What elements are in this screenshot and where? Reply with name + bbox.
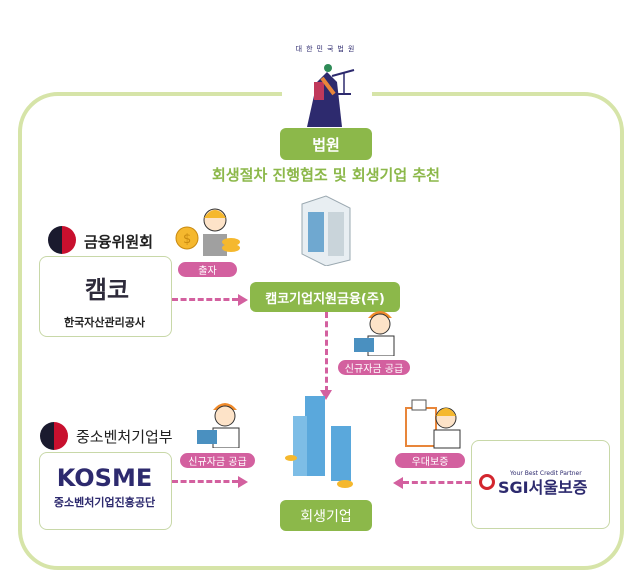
kosme-logo: KOSME <box>56 464 153 492</box>
kamco-box <box>39 256 172 337</box>
kosme-box <box>39 452 172 530</box>
court-subtitle: 회생절차 진행협조 및 회생기업 추천 <box>212 166 440 184</box>
kamco-fund-box: 캠코기업지원금융(주) <box>250 282 400 312</box>
kamco-logo: 캠코 <box>84 276 130 304</box>
government-emblem-icon <box>40 422 68 450</box>
arrow-to-kamco-fund <box>172 298 238 301</box>
sgi-logo-icon <box>479 474 495 490</box>
fsc-label: 금융위원회 <box>84 233 154 251</box>
company-buildings-icon <box>285 396 353 488</box>
court-emblem-text: 대한민국법원 <box>295 45 359 53</box>
investment-badge: 출자 <box>178 262 237 277</box>
court-emblem-icon <box>307 64 355 127</box>
arrow-from-kosme <box>172 480 238 483</box>
mss-label: 중소벤처기업부 <box>76 428 173 446</box>
fund-person-icon <box>354 311 395 356</box>
office-building-icon <box>301 195 351 266</box>
court-box: 법원 <box>280 128 372 160</box>
kosme-person-icon <box>197 403 240 448</box>
kosme-name: 중소벤처기업진흥공단 <box>53 496 156 509</box>
target-company-box: 회생기업 <box>280 500 372 531</box>
kosme-fund-badge: 신규자금 공급 <box>180 453 255 468</box>
sgi-tagline: Your Best Credit Partner <box>510 470 582 477</box>
arrow-to-target <box>325 312 328 392</box>
guarantee-badge: 우대보증 <box>395 453 465 468</box>
government-emblem-icon <box>48 226 76 254</box>
fund-supply-badge: 신규자금 공급 <box>338 360 410 375</box>
arrow-head-icon <box>393 477 403 489</box>
kamco-name: 한국자산관리공사 <box>64 316 145 329</box>
arrow-head-icon <box>238 294 248 306</box>
sgi-box <box>471 440 610 529</box>
sgi-logo: SGI서울보증 <box>498 478 588 497</box>
investor-person-icon: $ <box>175 208 240 256</box>
arrow-head-icon <box>320 390 332 400</box>
guarantee-person-icon <box>405 399 461 449</box>
svg-text:$: $ <box>183 232 191 247</box>
arrow-from-sgi <box>403 481 471 484</box>
arrow-head-icon <box>238 476 248 488</box>
